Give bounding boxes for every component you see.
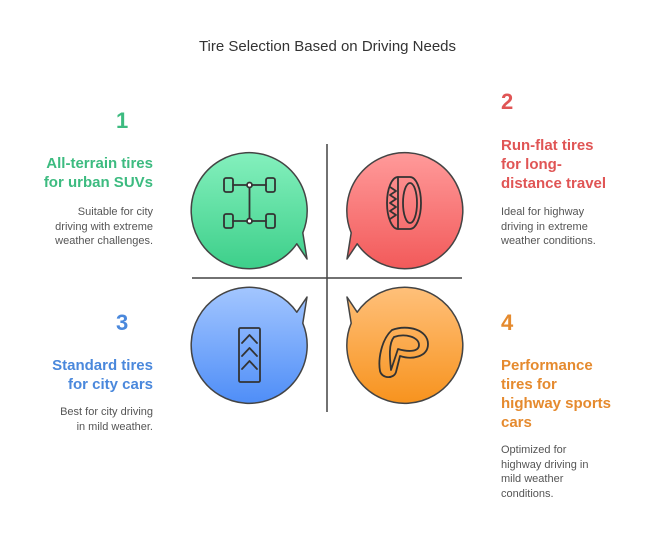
quadrant-4-number: 4 <box>501 310 514 335</box>
quadrant-1-number: 1 <box>116 108 129 133</box>
quadrant-3-description: Best for city driving in mild weather. <box>60 406 153 433</box>
quadrant-4-description: Optimized for highway driving in mild we… <box>501 444 589 500</box>
bubble-2 <box>346 151 464 270</box>
bubble-4 <box>346 286 464 405</box>
race-track-icon <box>378 326 429 379</box>
quadrant-1-description: Suitable for city driving with extreme w… <box>55 206 153 247</box>
tire-tread-icon <box>238 327 261 383</box>
tire-icon <box>386 176 422 230</box>
bubble-3 <box>190 286 308 405</box>
quadrant-2-heading: Run-flat tires for long- distance travel <box>501 137 607 192</box>
quadrant-2-description: Ideal for highway driving in extreme wea… <box>501 206 596 247</box>
diagram-title: Tire Selection Based on Driving Needs <box>198 38 457 55</box>
quadrant-4-heading: Performance tires for highway sports car… <box>501 357 612 431</box>
quadrant-1-heading: All-terrain tires for urban SUVs <box>43 155 153 191</box>
quadrant-3-heading: Standard tires for city cars <box>52 357 153 393</box>
quadrant-3-number: 3 <box>116 310 129 335</box>
quadrant-2-number: 2 <box>501 89 514 114</box>
axle-icon <box>223 177 276 229</box>
